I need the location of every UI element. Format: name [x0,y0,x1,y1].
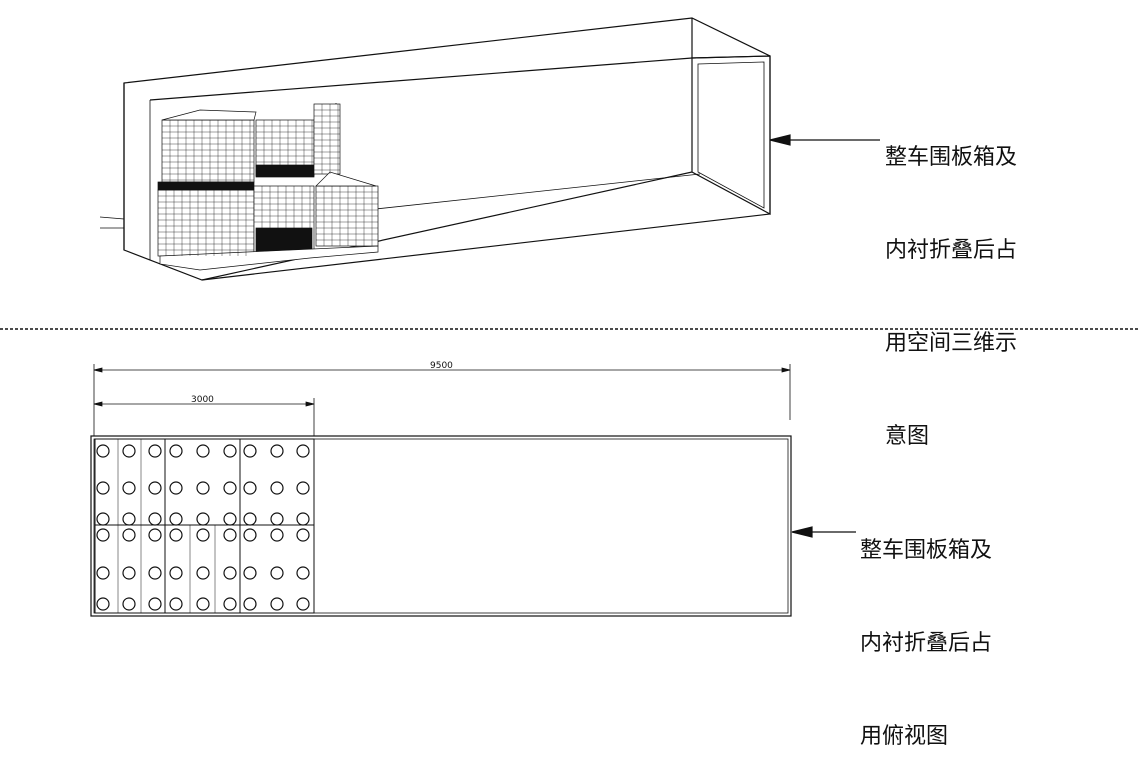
callout-3d-line-3: 用空间三维示 [885,331,1018,356]
plan-circle [296,528,310,542]
plan-circle [296,444,310,458]
plan-circle [270,481,284,495]
callout-plan-line-2: 内衬折叠后占 [860,631,993,656]
pallet-base [159,245,379,271]
box-upper-middle-band [255,164,315,178]
dimension-overall [93,364,791,436]
plan-circle [169,481,183,495]
plan-circle [96,481,110,495]
plan-circle [296,566,310,580]
plan-circle [243,597,257,611]
plan-circle [223,444,237,458]
container-diagram: 9500 3000 [0,17,1140,617]
plan-circle [296,512,310,526]
plan-circle [243,512,257,526]
box-upper-left-top [161,109,257,121]
dimension-stack [93,398,315,436]
callout-plan-line-3: 用俯视图 [860,724,949,749]
plan-circle [169,512,183,526]
plan-circle [122,481,136,495]
plan-circle [148,566,162,580]
plan-circle [96,512,110,526]
callout-plan-text: 整车围板箱及 内衬折叠后占 用俯视图 [860,473,992,783]
container-plan-inner [93,438,789,614]
plan-circle [148,444,162,458]
plan-circle [122,444,136,458]
plan-circle [223,597,237,611]
plan-circle [196,444,210,458]
box-stack-3d [157,103,379,271]
plan-circle [223,481,237,495]
plan-circle [96,528,110,542]
container-plan-outer [90,435,792,617]
plan-circle [169,528,183,542]
plan-circle [223,512,237,526]
container-floor-line [201,171,693,281]
plan-circle [196,512,210,526]
dimension-stack-label: 3000 [191,395,214,405]
plan-circle [243,444,257,458]
plan-circles [96,444,310,611]
plan-circle [96,566,110,580]
plan-circle [270,597,284,611]
box-upper-right [313,103,341,175]
callout-plan-line-1: 整车围板箱及 [860,538,993,563]
callout-3d-line-2: 内衬折叠后占 [885,238,1018,263]
container-back-floor-line [319,173,701,216]
plan-circle [270,512,284,526]
plan-circle [270,444,284,458]
plan-circle [196,597,210,611]
plan-circle [270,566,284,580]
plan-circle [270,528,284,542]
plan-circle [296,597,310,611]
plan-circle [243,481,257,495]
plan-circle [169,597,183,611]
plan-circle [96,444,110,458]
callout-arrow-3d [769,134,880,146]
container-end-inner [697,61,765,209]
container-plan-view [90,435,792,617]
plan-circle [148,512,162,526]
plan-circle [243,566,257,580]
callout-3d-line-4: 意图 [885,424,930,449]
plan-circle [196,528,210,542]
dimension-overall-label: 9500 [430,361,453,371]
plan-circle [196,481,210,495]
plan-circle [148,528,162,542]
box-upper-left [161,119,255,183]
plan-circle [148,597,162,611]
plan-circle [96,597,110,611]
plan-circle [243,528,257,542]
plan-circle [223,528,237,542]
plan-circle [122,597,136,611]
plan-circle [296,481,310,495]
plan-circle [122,528,136,542]
plan-circle [169,444,183,458]
container-foot [99,216,125,229]
plan-circle [122,566,136,580]
callout-3d-line-1: 整车围板箱及 [885,145,1018,170]
box-lower-right-top [315,171,377,187]
box-lower-separator [157,181,255,191]
box-grid-lines [158,104,378,256]
callout-arrow-plan [791,526,856,538]
container-end-frame [691,55,771,216]
plan-circle [169,566,183,580]
callout-3d-text: 整车围板箱及 内衬折叠后占 用空间三维示 意图 [885,80,1017,483]
plan-circle [148,481,162,495]
plan-circle [223,566,237,580]
plan-circle [122,512,136,526]
plan-circle [196,566,210,580]
